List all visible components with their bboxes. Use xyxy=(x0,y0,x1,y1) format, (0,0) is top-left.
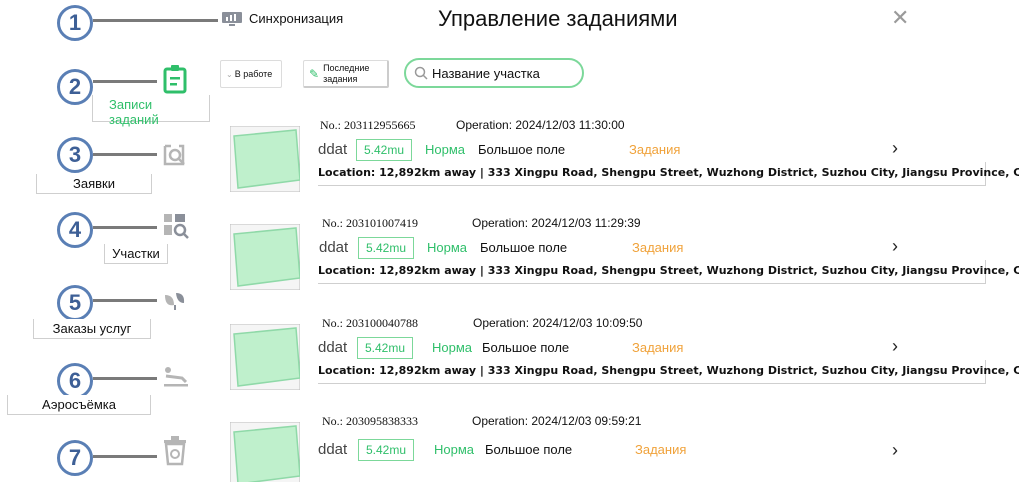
callout-3: 3 xyxy=(57,137,93,173)
task-number: No.: 203100040788 xyxy=(322,316,418,330)
search-box[interactable] xyxy=(404,58,584,88)
rail-label-service-orders[interactable]: Заказы услуг xyxy=(33,319,151,339)
plot-thumbnail xyxy=(230,224,300,290)
recycle-bin-icon[interactable] xyxy=(162,436,188,466)
status-filter-label: В работе xyxy=(234,69,273,79)
search-clipboard-icon[interactable] xyxy=(161,140,189,168)
task-crop: Большое поле xyxy=(482,340,570,355)
chevron-right-icon[interactable]: › xyxy=(892,138,898,158)
task-status: Норма xyxy=(427,240,468,255)
callout-leader-7 xyxy=(93,455,157,458)
search-input[interactable] xyxy=(432,65,572,81)
task-status: Норма xyxy=(432,340,473,355)
task-jobs-link[interactable]: Задания xyxy=(632,340,684,355)
task-operation-time: Operation: 2024/12/03 09:59:21 xyxy=(472,414,642,428)
callout-7: 7 xyxy=(57,440,93,476)
rail-label-aerial-survey[interactable]: Аэросъёмка xyxy=(7,395,151,415)
task-card[interactable]: No.: 203095838333 Operation: 2024/12/03 … xyxy=(218,404,1018,482)
callout-4: 4 xyxy=(57,212,93,248)
task-status: Норма xyxy=(425,142,466,157)
pencil-icon: ✎ xyxy=(309,66,320,81)
rail-label-requests[interactable]: Заявки xyxy=(36,174,152,194)
recent-tasks-button[interactable]: ✎ Последние задания xyxy=(303,60,389,88)
task-number: No.: 203095838333 xyxy=(322,414,418,428)
page-title: Управление заданиями xyxy=(438,6,678,31)
task-prefix: ddat xyxy=(318,141,348,158)
status-filter-dropdown[interactable]: ⌄ В работе xyxy=(220,60,282,88)
leaf-icon[interactable] xyxy=(163,291,187,311)
recent-tasks-label: Последние задания xyxy=(323,62,370,84)
task-operation-time: Operation: 2024/12/03 11:30:00 xyxy=(456,118,625,132)
callout-leader-6 xyxy=(93,377,157,380)
task-location: Location: 12,892km away | 333 Xingpu Roa… xyxy=(318,162,1019,186)
callout-leader-2 xyxy=(93,80,157,83)
task-card[interactable]: No.: 203112955665 Operation: 2024/12/03 … xyxy=(218,108,1019,208)
callout-1: 1 xyxy=(57,5,93,41)
callout-6: 6 xyxy=(57,363,93,399)
task-operation-time: Operation: 2024/12/03 10:09:50 xyxy=(473,316,643,330)
sync-monitor-icon[interactable] xyxy=(221,11,243,27)
task-crop: Большое поле xyxy=(485,442,573,457)
task-status: Норма xyxy=(434,442,475,457)
area-badge: 5.42mu xyxy=(358,439,414,461)
task-card[interactable]: No.: 203100040788 Operation: 2024/12/03 … xyxy=(218,306,1019,406)
task-crop: Большое поле xyxy=(480,240,568,255)
callout-leader-1 xyxy=(93,19,218,22)
callout-leader-3 xyxy=(93,153,157,156)
task-card[interactable]: No.: 203101007419 Operation: 2024/12/03 … xyxy=(218,206,1019,306)
task-jobs-link[interactable]: Задания xyxy=(635,442,687,457)
task-crop: Большое поле xyxy=(478,142,566,157)
plot-search-icon[interactable] xyxy=(162,212,190,240)
task-prefix: ddat xyxy=(319,239,349,256)
task-operation-time: Operation: 2024/12/03 11:29:39 xyxy=(472,216,641,230)
task-prefix: ddat xyxy=(318,441,348,458)
search-icon xyxy=(414,66,428,80)
plot-thumbnail xyxy=(230,126,300,192)
chevron-right-icon[interactable]: › xyxy=(892,336,898,356)
callout-leader-5 xyxy=(93,299,157,302)
plot-thumbnail xyxy=(230,324,300,390)
task-prefix: ddat xyxy=(318,339,348,356)
drone-icon[interactable] xyxy=(162,366,190,388)
callout-5: 5 xyxy=(57,285,93,321)
close-icon[interactable]: ✕ xyxy=(891,5,910,30)
callout-leader-4 xyxy=(93,226,157,229)
task-number: No.: 203101007419 xyxy=(322,216,418,230)
chevron-right-icon[interactable]: › xyxy=(892,440,898,460)
area-badge: 5.42mu xyxy=(358,237,414,259)
sync-label[interactable]: Синхронизация xyxy=(249,11,344,26)
callout-2: 2 xyxy=(57,69,93,105)
chevron-right-icon[interactable]: › xyxy=(892,236,898,256)
rail-label-plots[interactable]: Участки xyxy=(104,244,168,264)
task-jobs-link[interactable]: Задания xyxy=(629,142,681,157)
task-number: No.: 203112955665 xyxy=(320,118,416,132)
area-badge: 5.42mu xyxy=(357,337,413,359)
clipboard-icon[interactable] xyxy=(162,64,188,94)
chevron-down-icon: ⌄ xyxy=(226,69,233,79)
plot-thumbnail xyxy=(230,422,300,482)
area-badge: 5.42mu xyxy=(356,139,412,161)
task-location: Location: 12,892km away | 333 Xingpu Roa… xyxy=(318,360,1019,384)
task-location: Location: 12,892km away | 333 Xingpu Roa… xyxy=(318,260,1019,284)
rail-label-task-records[interactable]: Записи заданий xyxy=(92,95,210,127)
task-jobs-link[interactable]: Задания xyxy=(632,240,684,255)
